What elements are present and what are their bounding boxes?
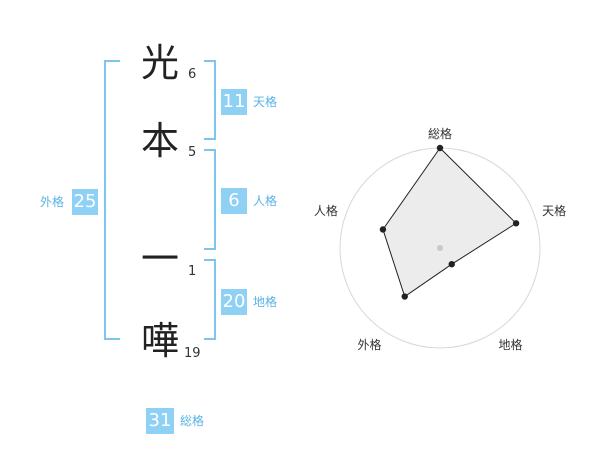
radar-axis-label-5: 人格 [314, 203, 338, 218]
gaikaku-value: 25 [72, 189, 98, 215]
radar-axis-label-4: 外格 [357, 337, 381, 352]
radar-axis-label-2: 天格 [542, 203, 566, 218]
name-char-4: 嘩 [140, 319, 179, 363]
radar-center-dot [437, 245, 443, 251]
stroke-count-3: 1 [188, 264, 197, 279]
name-char-3: 一 [140, 237, 179, 281]
jinkaku-value: 6 [221, 188, 247, 214]
chikaku-value: 20 [221, 289, 247, 315]
tenkaku-label: 天格 [253, 95, 278, 109]
tenkaku-value: 11 [221, 89, 247, 115]
radar-data-area [382, 147, 517, 298]
soukaku-value: 31 [146, 408, 174, 434]
radar-axis-label-1: 総格 [428, 126, 452, 141]
radar-point-1 [436, 144, 444, 152]
jinkaku-label: 人格 [253, 194, 278, 208]
radar-point-5 [379, 226, 387, 233]
radar-point-3 [448, 260, 455, 268]
radar-point-4 [401, 293, 408, 300]
radar-points [379, 144, 520, 300]
radar-point-2 [512, 220, 520, 227]
stroke-count-2: 5 [188, 145, 197, 160]
soukaku-label: 総格 [180, 414, 205, 428]
name-char-2: 本 [140, 119, 179, 163]
stroke-count-4: 19 [184, 346, 201, 361]
stroke-count-1: 6 [188, 67, 197, 82]
chikaku-label: 地格 [253, 295, 278, 309]
radar-axis-label-3: 地格 [499, 337, 523, 352]
name-char-1: 光 [140, 41, 179, 85]
gaikaku-label: 外格 [40, 195, 65, 209]
